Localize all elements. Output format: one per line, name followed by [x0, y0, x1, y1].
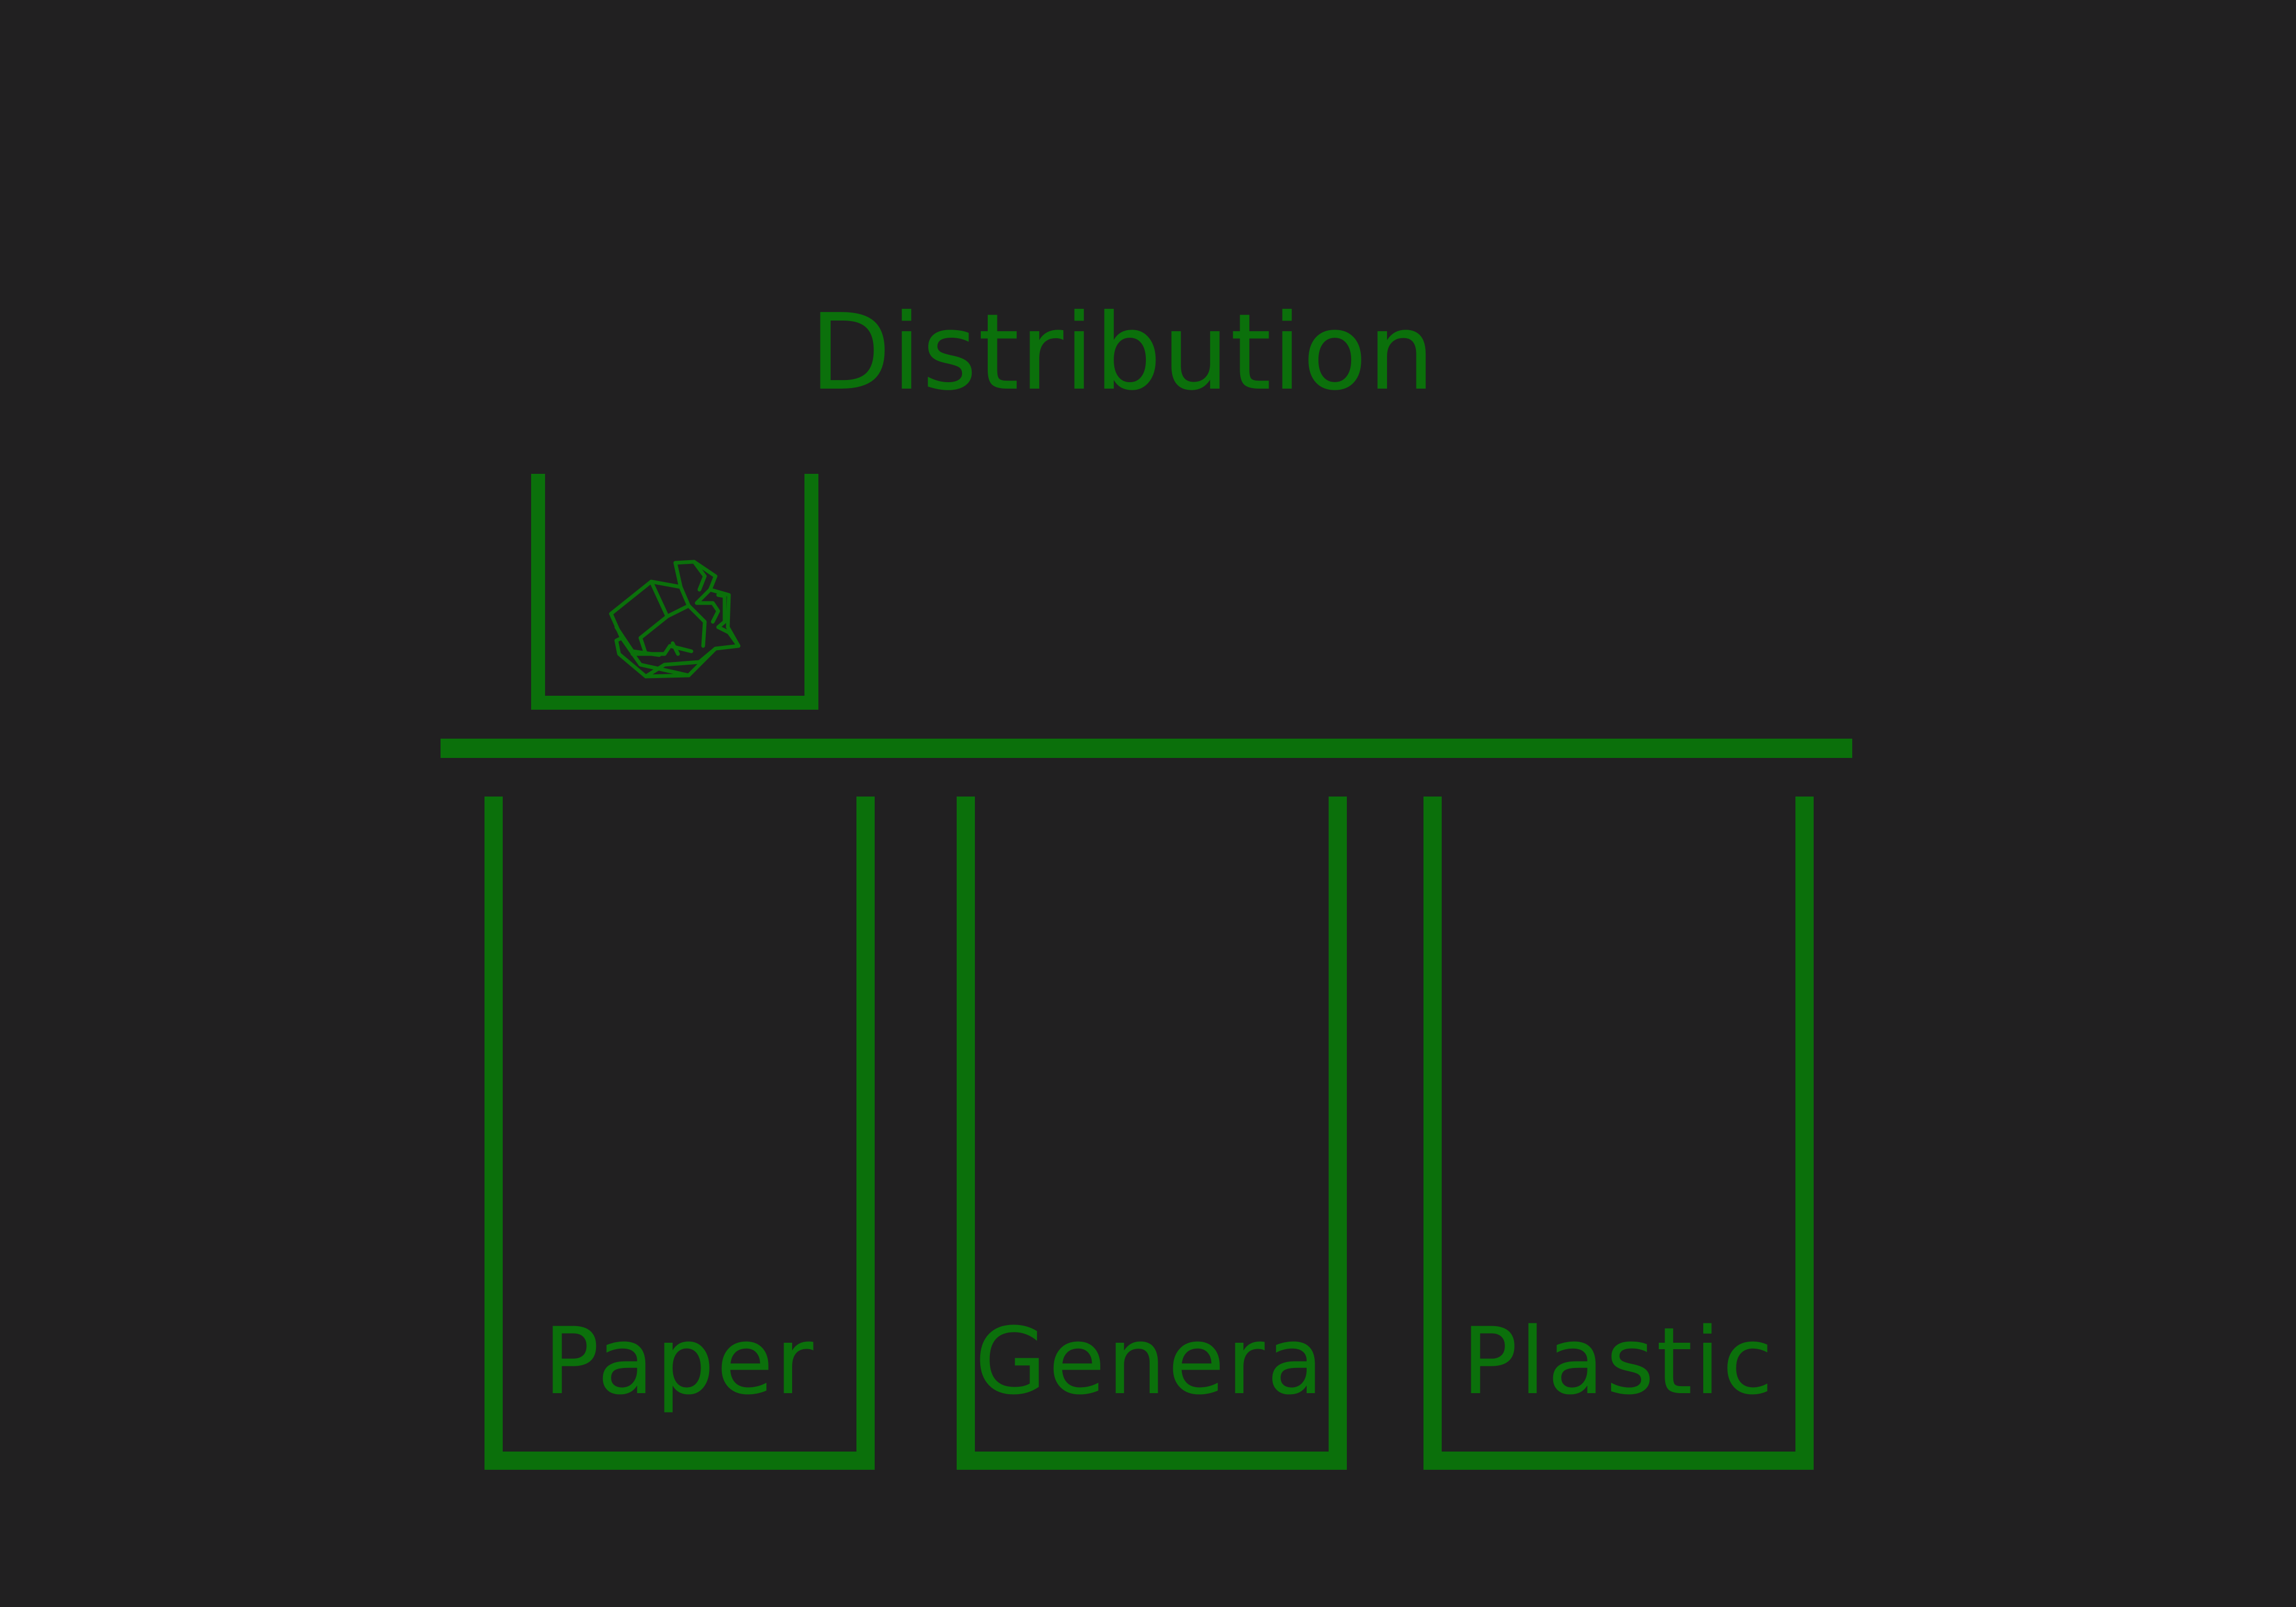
bin-label-general: General [975, 1307, 1353, 1415]
item-tray [531, 474, 818, 710]
conveyor-belt [441, 739, 1852, 758]
bin-paper[interactable]: Paper [484, 797, 875, 1470]
bin-label-plastic: Plastic [1462, 1307, 1776, 1415]
bin-general[interactable]: General [957, 797, 1353, 1470]
crumpled-paper-icon[interactable] [600, 552, 761, 702]
bin-label-paper: Paper [543, 1307, 816, 1415]
page-title: Distribution [810, 292, 1436, 414]
bin-plastic[interactable]: Plastic [1423, 797, 1814, 1470]
